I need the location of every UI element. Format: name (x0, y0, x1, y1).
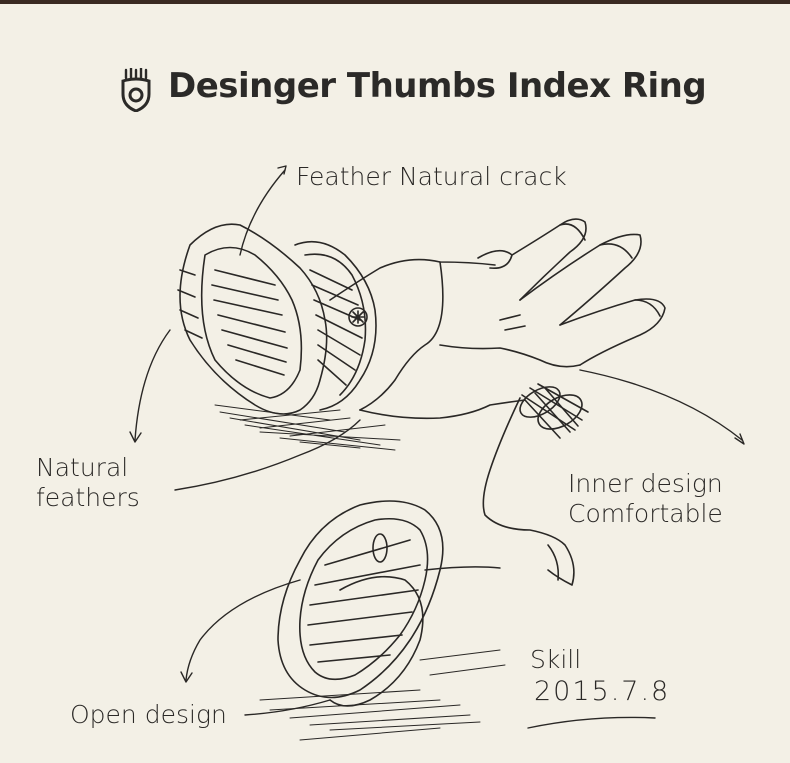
signature-name: Skill (530, 645, 582, 674)
label-feather-natural-crack: Feather Natural crack (296, 162, 567, 191)
page-title: Desinger Thumbs Index Ring (168, 66, 707, 106)
label-natural-feathers-line2: feathers (36, 483, 140, 512)
label-inner-design-line1: Inner design (568, 469, 723, 498)
shadow-hatching-top (214, 404, 401, 451)
crown-shield-logo-icon (121, 68, 151, 112)
label-inner-design: Inner design Comfortable (568, 469, 723, 529)
label-natural-feathers-line1: Natural (36, 453, 129, 482)
feather-ring-bottom-sketch (277, 500, 444, 707)
label-natural-feathers: Natural feathers (36, 453, 140, 513)
shadow-hatching-bottom (259, 649, 506, 741)
top-band (0, 0, 790, 4)
ring-on-finger-sketch (519, 383, 589, 439)
header: Desinger Thumbs Index Ring (0, 62, 790, 122)
leader-lines (129, 165, 745, 729)
hand-sketch (329, 218, 666, 586)
signature-date: 2015.7.8 (534, 676, 671, 707)
label-inner-design-line2: Comfortable (568, 499, 723, 528)
feather-ring-top-sketch (177, 223, 377, 415)
label-open-design: Open design (70, 700, 227, 729)
